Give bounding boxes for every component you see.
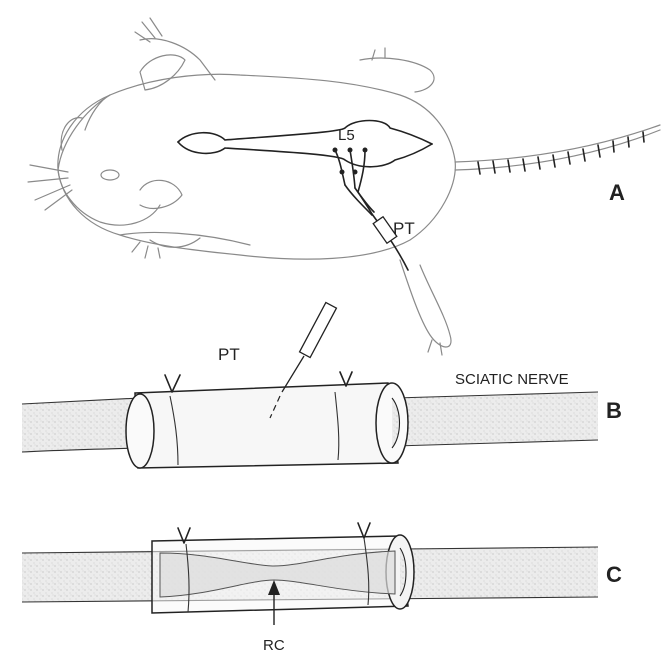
l5-nerve-roots: [333, 148, 375, 216]
panel-b-label: B: [606, 398, 622, 423]
spinal-cord: [178, 121, 432, 167]
panel-a-rat-illustration: L5 PT A: [28, 18, 660, 355]
rat-front-paws: [132, 18, 215, 258]
conduit-tube-c: [152, 535, 414, 613]
pt-label-a: PT: [393, 219, 415, 238]
conduit-tube-b: [126, 383, 408, 468]
panel-c-diagram: RC C: [22, 523, 622, 654]
pt-label-b: PT: [218, 345, 240, 364]
rat-hind-legs: [360, 48, 451, 355]
sciatic-nerve-label: SCIATIC NERVE: [455, 371, 569, 388]
proximal-nerve-stump-b: [22, 398, 140, 452]
rat-ears: [140, 55, 185, 209]
distal-nerve-stump-b: [395, 392, 598, 446]
panel-c-label: C: [606, 562, 622, 587]
panel-a-label: A: [609, 180, 625, 205]
panel-b-diagram: PT SCIATIC NERVE B: [22, 302, 622, 468]
rc-label: RC: [263, 637, 285, 654]
rat-tail: [455, 125, 660, 174]
l5-label: L5: [338, 127, 355, 144]
